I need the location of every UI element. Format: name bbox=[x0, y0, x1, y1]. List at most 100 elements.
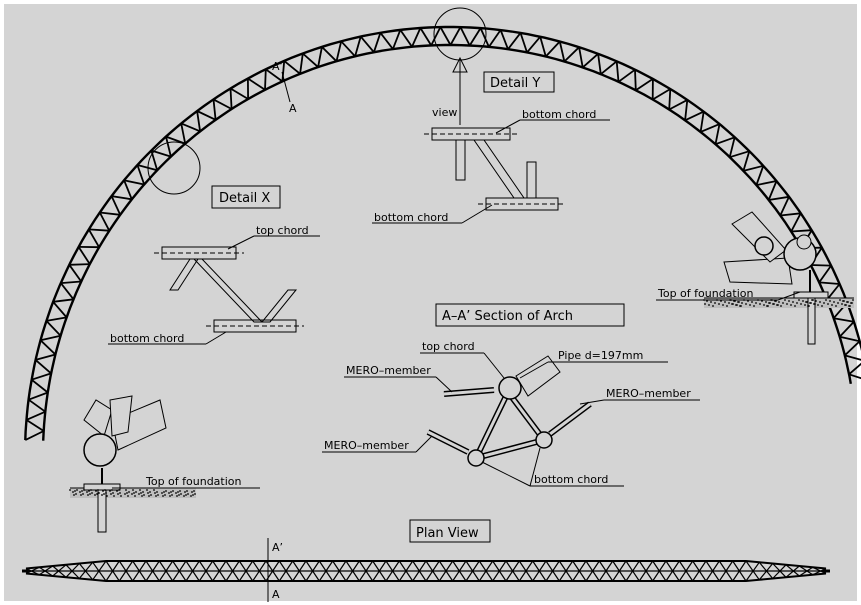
plan-web-member bbox=[38, 565, 54, 576]
arch-web-member bbox=[848, 362, 861, 375]
arch-web-member bbox=[340, 40, 356, 57]
soil-hatch-dot bbox=[111, 489, 113, 491]
soil-hatch-dot bbox=[809, 302, 811, 304]
plan-web-member bbox=[798, 565, 814, 576]
soil-hatch-dot bbox=[831, 304, 833, 306]
arch-web-member bbox=[699, 111, 705, 133]
arch-web-member bbox=[728, 137, 736, 158]
soil-hatch-dot bbox=[103, 493, 105, 495]
soil-hatch-dot bbox=[819, 301, 821, 303]
section-aa: A–A’ Section of Arch top chord Pipe d=19… bbox=[322, 303, 700, 487]
arch-web-member bbox=[165, 136, 172, 157]
soil-hatch-dot bbox=[132, 489, 134, 491]
arch-web-member bbox=[844, 340, 861, 357]
arch-web-member bbox=[35, 353, 56, 361]
soil-hatch-dot bbox=[841, 303, 843, 305]
plan-web-member bbox=[665, 560, 680, 582]
soil-hatch-dot bbox=[156, 491, 158, 493]
arch-web-member bbox=[196, 110, 216, 121]
plan-web-member bbox=[105, 560, 120, 582]
soil-hatch-dot bbox=[722, 304, 724, 306]
arch-web-member bbox=[180, 122, 201, 133]
plan-title: Plan View bbox=[416, 526, 479, 541]
soil-hatch-dot bbox=[127, 495, 129, 497]
soil-hatch-dot bbox=[823, 302, 825, 304]
arch-web-member bbox=[449, 26, 462, 46]
soil-hatch-dot bbox=[710, 301, 712, 303]
soil-hatch-dot bbox=[110, 493, 112, 495]
soil-hatch-dot bbox=[800, 303, 802, 305]
plan-web-member bbox=[318, 560, 334, 582]
plan-web-member bbox=[452, 560, 467, 582]
soil-hatch-dot bbox=[177, 491, 179, 493]
plan-web-member bbox=[52, 564, 67, 577]
soil-hatch-dot bbox=[737, 301, 739, 303]
arch-web-member bbox=[684, 110, 705, 122]
soil-hatch-dot bbox=[850, 302, 852, 304]
plan-web-member bbox=[412, 560, 427, 582]
arch-web-member bbox=[52, 298, 74, 303]
arch-web-member bbox=[196, 110, 201, 132]
soil-hatch-dot bbox=[798, 299, 800, 301]
detail-y-title-box bbox=[483, 71, 555, 93]
soil-hatch-dot bbox=[794, 305, 796, 307]
section-bottom-chord-label: bottom chord bbox=[534, 473, 608, 486]
soil-hatch-dot bbox=[149, 491, 151, 493]
arch-web-member bbox=[615, 61, 620, 82]
arch-web-member bbox=[265, 68, 283, 83]
plan-web-member bbox=[692, 560, 707, 582]
soil-hatch-dot bbox=[170, 491, 172, 493]
soil-hatch-dot bbox=[180, 493, 182, 495]
soil-hatch-dot bbox=[788, 300, 790, 302]
soil-hatch-dot bbox=[807, 305, 809, 307]
arch-web-member bbox=[28, 398, 46, 413]
plan-web-member bbox=[92, 560, 107, 581]
arch-web-member bbox=[151, 149, 172, 158]
plan-marker-a-prime: A’ bbox=[272, 541, 283, 554]
arch-web-member bbox=[839, 321, 855, 338]
soil-hatch-dot bbox=[728, 302, 730, 304]
arch-web-member bbox=[247, 77, 266, 91]
soil-hatch-dot bbox=[87, 494, 89, 496]
soil-hatch-dot bbox=[759, 303, 761, 305]
soil-hatch-dot bbox=[761, 300, 763, 302]
arch-web-member bbox=[499, 29, 509, 50]
arch-web-member bbox=[729, 150, 750, 159]
soil-hatch-dot bbox=[74, 490, 76, 492]
arch-web-member bbox=[46, 316, 67, 322]
soil-hatch-dot bbox=[185, 494, 187, 496]
plan-web-member bbox=[785, 564, 800, 577]
soil-hatch-dot bbox=[768, 302, 770, 304]
soil-hatch-dot bbox=[125, 489, 127, 491]
arch-web-member bbox=[833, 317, 855, 323]
plan-web-member bbox=[505, 560, 520, 582]
plan-web-member bbox=[185, 560, 200, 582]
plan-web-member bbox=[798, 566, 814, 577]
arch-web-member bbox=[52, 301, 68, 318]
section-top-chord-node bbox=[498, 376, 522, 400]
plan-web-member bbox=[585, 560, 600, 582]
plan-web-member bbox=[758, 563, 774, 581]
soil-hatch-dot bbox=[805, 301, 807, 303]
plan-web-member bbox=[598, 560, 614, 582]
soil-hatch-dot bbox=[716, 299, 718, 301]
soil-hatch-dot bbox=[183, 495, 185, 497]
arch-web-member bbox=[317, 46, 323, 68]
soil-hatch-dot bbox=[755, 302, 757, 304]
soil-hatch-dot bbox=[745, 303, 747, 305]
soil-hatch-dot bbox=[117, 493, 119, 495]
plan-web-member bbox=[652, 560, 667, 582]
soil-hatch-dot bbox=[792, 301, 794, 303]
soil-hatch-dot bbox=[120, 495, 122, 497]
soil-hatch-dot bbox=[128, 491, 130, 493]
arch-web-member bbox=[768, 195, 790, 201]
arch-web-member bbox=[373, 32, 382, 53]
soil-hatch-dot bbox=[190, 495, 192, 497]
arch-web-member bbox=[111, 195, 132, 201]
arch-web-member bbox=[743, 164, 764, 172]
arch-web-member bbox=[526, 36, 541, 53]
soil-hatch-dot bbox=[165, 490, 167, 492]
arch-web-member bbox=[563, 46, 580, 63]
arch-web-member bbox=[230, 87, 249, 100]
